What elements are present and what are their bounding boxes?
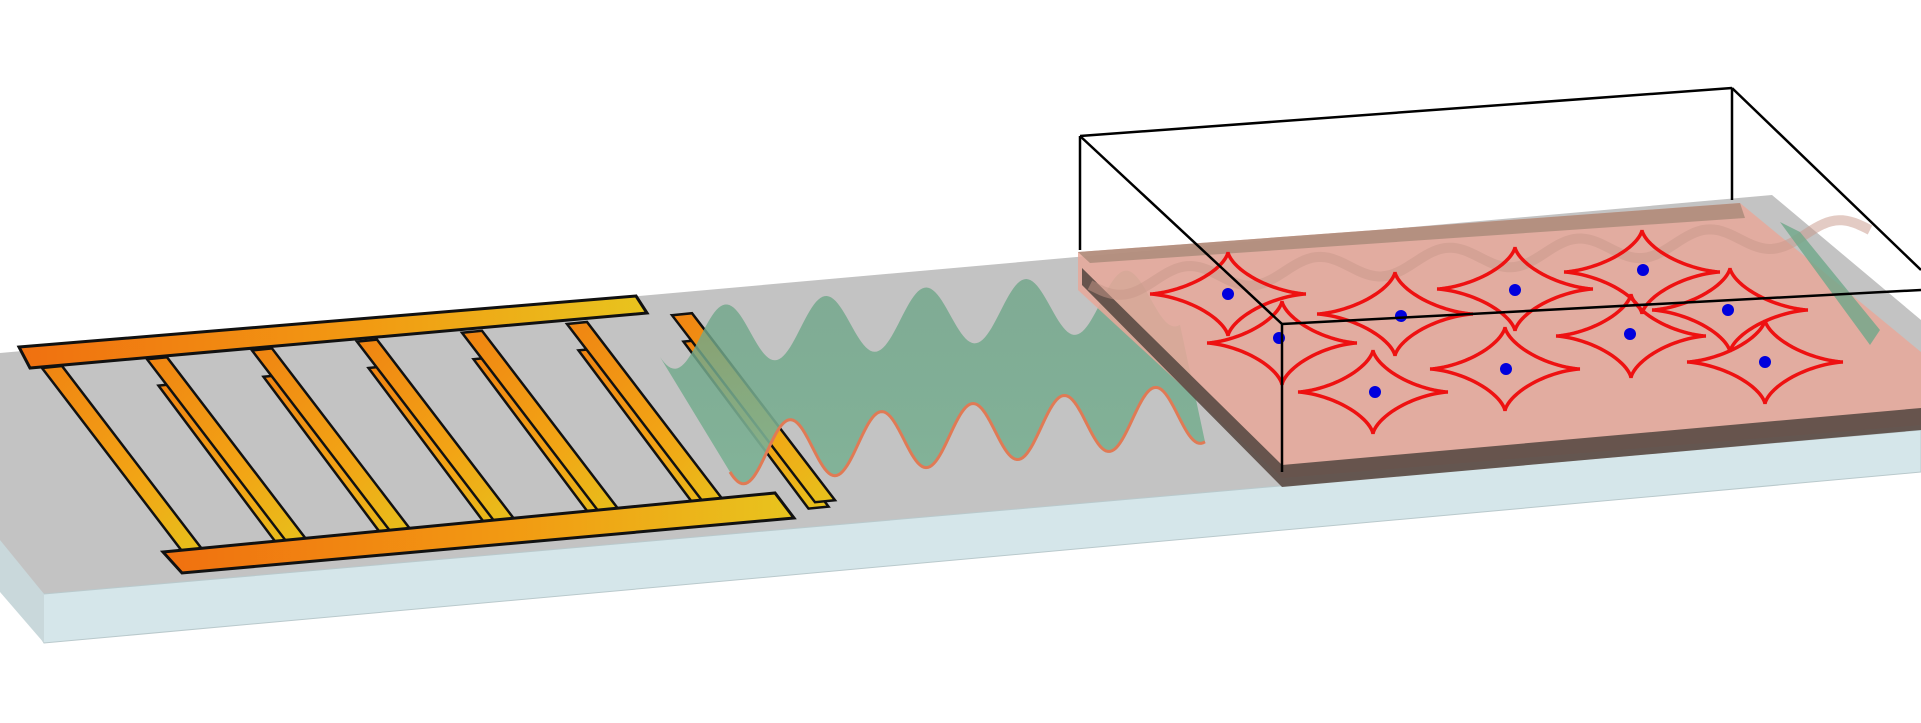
particle-dot <box>1722 304 1734 316</box>
astroid-curve <box>1206 300 1358 386</box>
particle-dot <box>1222 288 1234 300</box>
particles <box>1222 264 1771 398</box>
astroid-curve <box>1555 293 1707 379</box>
astroid-curves <box>1149 229 1844 435</box>
surface-acoustic-wave-exit <box>1087 215 1880 345</box>
sample-layer-rim <box>1078 203 1745 263</box>
particle-dot <box>1395 310 1407 322</box>
idt-bottom-busbar <box>159 491 797 575</box>
astroid-curve <box>1651 267 1809 353</box>
particle-dot <box>1500 363 1512 375</box>
astroid-curve <box>1436 246 1594 332</box>
astroid-curve <box>1429 326 1581 412</box>
particle-dot <box>1509 284 1521 296</box>
surface-acoustic-wave <box>660 270 1206 486</box>
astroid-curve <box>1316 271 1474 357</box>
astroid-curve <box>1563 229 1721 315</box>
astroid-curve <box>1686 319 1844 405</box>
idt-top-busbar <box>16 294 650 370</box>
astroid-curve <box>1149 251 1307 337</box>
wave-surface <box>660 270 1205 484</box>
astroid-curve <box>1297 349 1449 435</box>
enclosure-outline <box>1078 86 1921 472</box>
particle-dot <box>1637 264 1649 276</box>
wave-exit-slab <box>1780 222 1880 345</box>
particle-dot <box>1624 328 1636 340</box>
substrate-left-face <box>0 540 44 643</box>
particle-dot <box>1369 386 1381 398</box>
sample-layer-edge <box>1082 268 1921 487</box>
particle-dot <box>1759 356 1771 368</box>
wave-through-sample <box>1087 215 1873 300</box>
wave-edge <box>728 385 1206 486</box>
interdigital-transducer <box>16 294 838 575</box>
